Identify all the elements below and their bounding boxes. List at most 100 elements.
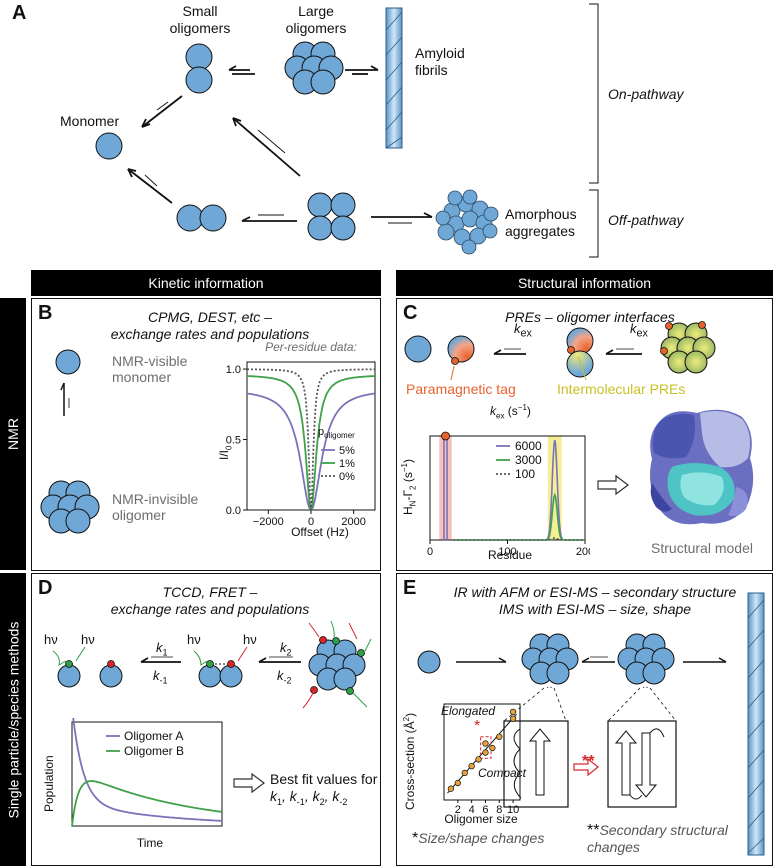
series-line-1pct xyxy=(246,375,376,514)
on-pathway-label: On-pathway xyxy=(608,86,684,102)
elongated-label: Elongated xyxy=(441,704,496,718)
x-tick-label: 0 xyxy=(308,516,314,528)
structural-model-label: Structural model xyxy=(651,540,753,556)
panel-b-ylabel: I/I0 xyxy=(217,445,234,460)
nmr-monomer-shape xyxy=(55,349,81,375)
x-tick-label: 6 xyxy=(482,804,488,815)
panel-b-letter: B xyxy=(38,302,53,324)
off-pathway-label: Off-pathway xyxy=(608,212,684,228)
compact-label: Compact xyxy=(478,766,527,780)
data-point xyxy=(509,708,517,716)
hv-label-4: hν xyxy=(243,632,257,647)
legend-label: 100 xyxy=(515,467,535,481)
amorphous-aggregate-shape xyxy=(435,189,499,255)
panel-d-ylabel: Population xyxy=(42,755,56,812)
x-tick-label: 200 xyxy=(576,546,590,558)
double-star-red: ** xyxy=(582,753,595,770)
tag-highlight xyxy=(439,436,452,540)
panel-d-letter: D xyxy=(38,577,53,599)
monomer-label: Monomer xyxy=(60,113,120,129)
plot-frame xyxy=(443,703,521,801)
y-tick-label: 0.0 xyxy=(226,505,241,517)
panel-d-title-1: TCCD, FRET – xyxy=(162,584,258,600)
legend-label: 0% xyxy=(339,471,355,483)
panel-a-letter: A xyxy=(12,2,27,24)
svg-text:··: ·· xyxy=(642,682,649,693)
open-arrow-icon-d xyxy=(233,772,265,794)
large-oligomers-label: Large oligomers xyxy=(285,3,347,36)
panel-c-shapes xyxy=(404,321,716,381)
amyloid-fibrils-label: Amyloid fibrils xyxy=(415,45,465,78)
nmr-visible-label: NMR-visible monomer xyxy=(112,353,188,385)
best-fit-label: Best fit values for k1, k-1, k2, k-2 xyxy=(270,771,378,807)
panel-c-legend-title: kex (s−1) xyxy=(490,403,531,421)
nmr-side-header: NMR xyxy=(0,298,26,570)
hv-label-1: hν xyxy=(44,632,58,647)
legend-label: 3000 xyxy=(515,453,542,467)
data-point xyxy=(447,785,455,792)
x-tick-label: 2 xyxy=(455,804,461,815)
panel-b-xlabel: Offset (Hz) xyxy=(291,525,349,539)
panel-b-title-1: CPMG, DEST, etc – xyxy=(148,309,272,325)
tetramer-shape xyxy=(307,192,356,241)
amyloid-fibril-shape xyxy=(385,7,403,149)
panel-c-chart: 010020060003000100 xyxy=(427,431,590,558)
x-tick-label: 100 xyxy=(498,546,516,558)
legend-label: 6000 xyxy=(515,439,542,453)
legend-label: 5% xyxy=(339,445,355,457)
open-arrow-icon xyxy=(597,474,629,496)
data-point xyxy=(482,749,489,756)
panel-d-xlabel: Time xyxy=(136,836,164,850)
small-oligomers-label: Small oligomers xyxy=(169,3,231,36)
single-star-red: * xyxy=(474,718,481,735)
panel-c-letter: C xyxy=(403,302,418,324)
large-oligomer-shape xyxy=(284,41,344,95)
data-point xyxy=(454,779,461,787)
panel-b-shapes xyxy=(40,349,100,534)
structural-header: Structural information xyxy=(396,270,773,296)
km2-label: k-2 xyxy=(277,668,292,686)
panel-e-letter: E xyxy=(403,577,417,599)
plot-frame xyxy=(71,721,223,827)
data-point xyxy=(468,762,475,770)
paramagnetic-tag-label: Paramagnetic tag xyxy=(406,381,516,397)
legend-label: Oligomer B xyxy=(124,744,184,758)
panel-c-box xyxy=(396,298,773,571)
panel-b-title-2: exchange rates and populations xyxy=(110,326,310,342)
paramagnetic-tag-marker xyxy=(441,431,450,441)
single-particle-side-header: Single particle/species methods xyxy=(0,573,26,866)
panel-e-shapes: ·· ·· xyxy=(417,592,765,856)
small-oligomer-shape xyxy=(185,43,213,94)
x-tick-label: 2000 xyxy=(341,516,365,528)
legend-label: Oligomer A xyxy=(124,729,183,743)
data-point xyxy=(482,740,489,747)
panel-c-title: PREs – oligomer interfaces xyxy=(505,309,675,325)
data-point xyxy=(461,769,468,777)
series-line-100 xyxy=(453,537,585,541)
series-line-oligomer-a xyxy=(72,718,223,822)
amorphous-label: Amorphous aggregates xyxy=(505,206,577,239)
panel-d-shapes xyxy=(52,620,372,709)
hv-label-2: hν xyxy=(81,632,95,647)
panel-d-title-2: exchange rates and populations xyxy=(110,601,310,617)
panel-c-ylabel: HN-Γ2 (s−1) xyxy=(400,459,418,515)
series-line-3000 xyxy=(453,492,585,541)
panel-e-title-1: IR with AFM or ESI-MS – secondary struct… xyxy=(453,584,737,600)
km1-label: k-1 xyxy=(153,668,168,686)
panel-b-legend-title: poligomer xyxy=(318,426,355,441)
y-tick-label: 0.5 xyxy=(226,435,241,447)
hv-label-3: hν xyxy=(187,632,201,647)
intermolecular-pres-label: Intermolecular PREs xyxy=(557,381,686,397)
svg-text:··: ·· xyxy=(546,682,553,693)
dimer-shape xyxy=(176,204,227,232)
k1-label: k1 xyxy=(156,640,168,658)
series-line-oligomer-b xyxy=(71,780,223,827)
kex1-label: kex xyxy=(514,321,532,340)
panel-a-diagram xyxy=(95,3,599,258)
kinetic-header: Kinetic information xyxy=(31,270,381,296)
on-pathway-bracket xyxy=(589,3,599,184)
size-shape-note: *Size/shape changes xyxy=(412,830,545,847)
